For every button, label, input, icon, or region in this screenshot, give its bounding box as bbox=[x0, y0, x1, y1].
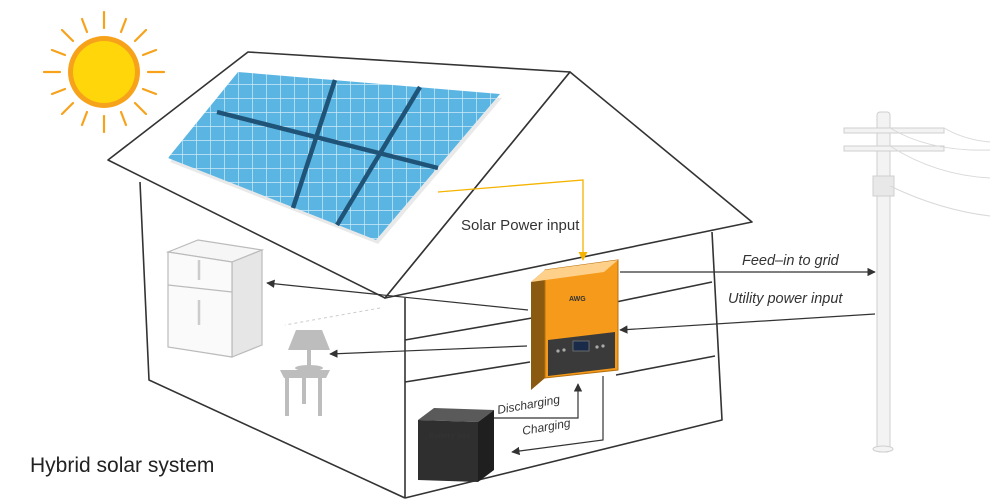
utility-power-input-label: Utility power input bbox=[728, 291, 843, 307]
solar-wire bbox=[437, 179, 588, 261]
inverter-brand: AWG bbox=[569, 296, 586, 303]
charging-label: Charging bbox=[521, 416, 572, 438]
utility-pole-icon bbox=[843, 111, 945, 453]
grid-arrows bbox=[619, 267, 876, 334]
battery-box-label: Battery box bbox=[429, 431, 471, 440]
power-lines bbox=[889, 127, 991, 217]
solar-panel-icon bbox=[168, 72, 502, 244]
refrigerator-icon bbox=[165, 239, 265, 358]
inverter-display bbox=[572, 340, 590, 352]
inverter-icon: AWG bbox=[531, 259, 619, 390]
solar-power-input-label: Solar Power input bbox=[461, 217, 580, 234]
lamp-dashed-line bbox=[284, 307, 381, 326]
diagram-caption: Hybrid solar system bbox=[30, 454, 215, 477]
sun-icon bbox=[42, 10, 166, 134]
battery-box-icon: Battery box bbox=[418, 408, 494, 482]
feed-in-to-grid-label: Feed–in to grid bbox=[742, 253, 840, 269]
table-lamp-icon bbox=[280, 330, 330, 416]
load-arrows bbox=[266, 279, 529, 358]
discharging-label: Discharging bbox=[496, 392, 561, 417]
battery-wires bbox=[494, 376, 604, 456]
